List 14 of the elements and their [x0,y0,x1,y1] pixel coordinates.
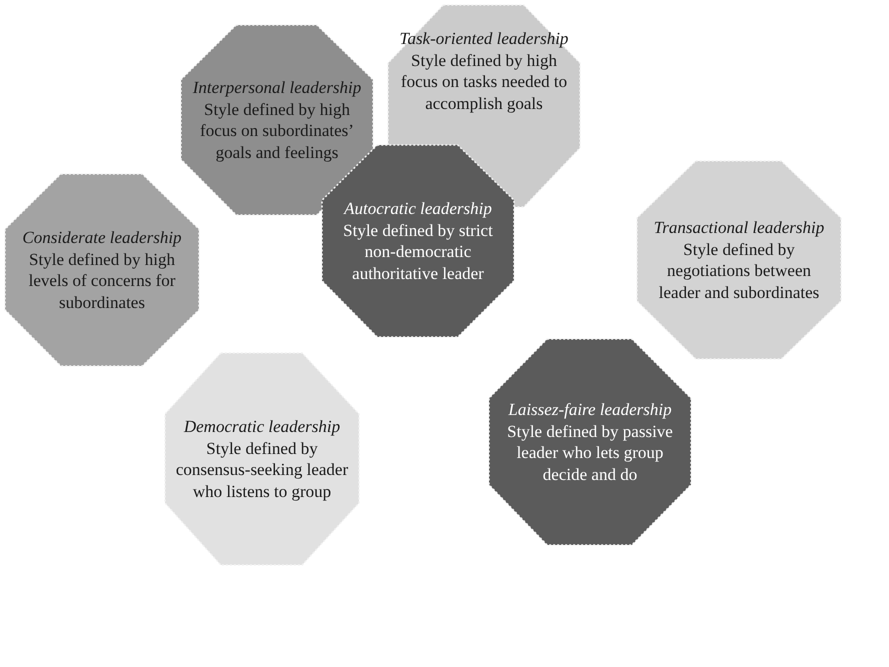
style-description: Style defined by high focus on tasks needed to accomplish goals [400,50,568,114]
style-description: Style defined by high levels of concerns for subordinates [28,248,176,313]
style-name: Laissez-faire leadership [508,399,672,420]
style-name: Interpersonal leadership [192,77,362,98]
style-description: Style defined by negotiations between leader and subordinates [658,238,820,303]
style-name: Task-oriented leadership [400,28,568,50]
style-description: Style defined by strict non-democratic authoritative leader [342,220,494,284]
style-name: Transactional leadership [654,217,824,238]
style-name: Autocratic leadership [344,198,492,220]
style-name: Considerate leadership [22,227,182,248]
style-name: Democratic leadership [184,416,340,438]
style-description: Style defined by consensus-seeking leader who listens to group [174,438,350,502]
style-description: Style defined by high focus on subordinates’ goals and feelings [199,98,355,163]
style-description: Style defined by passive leader who lets group decide and do [506,420,674,485]
